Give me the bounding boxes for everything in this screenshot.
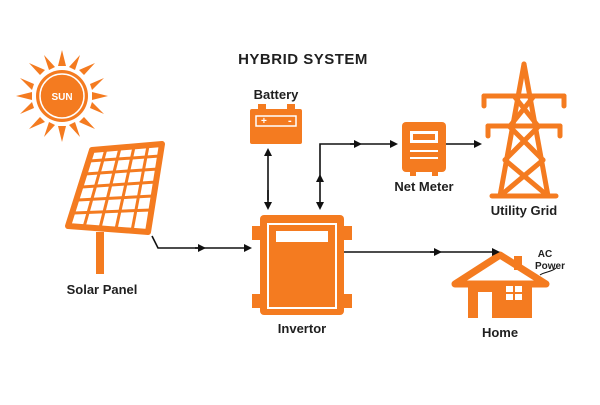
diagram-title: HYBRID SYSTEM xyxy=(238,51,368,68)
sun-label: SUN xyxy=(51,92,72,103)
connection-solar-to-invertor xyxy=(151,235,252,252)
net-meter-label: Net Meter xyxy=(394,179,453,194)
meter-icon xyxy=(402,122,446,176)
battery-label: Battery xyxy=(254,87,300,102)
ac-power-label-line1: AC xyxy=(538,249,552,260)
battery-terminal-negative: - xyxy=(288,115,292,127)
solar-panel-icon xyxy=(65,141,165,274)
solar-panel-label: Solar Panel xyxy=(67,282,138,297)
house-icon xyxy=(451,251,550,318)
invertor-label: Invertor xyxy=(278,321,326,336)
home-label: Home xyxy=(482,325,518,340)
ac-power-label-line2: Power xyxy=(535,261,565,272)
transmission-tower-icon xyxy=(481,61,567,199)
utility-grid-label: Utility Grid xyxy=(491,203,558,218)
connection-lines xyxy=(151,140,500,256)
ac-power-pointer xyxy=(539,267,557,276)
connection-invertor-to-meter xyxy=(319,140,398,178)
sun-icon xyxy=(16,50,108,142)
battery-icon xyxy=(250,104,302,144)
battery-terminal-positive: + xyxy=(261,116,267,127)
inverter-icon xyxy=(252,215,352,315)
